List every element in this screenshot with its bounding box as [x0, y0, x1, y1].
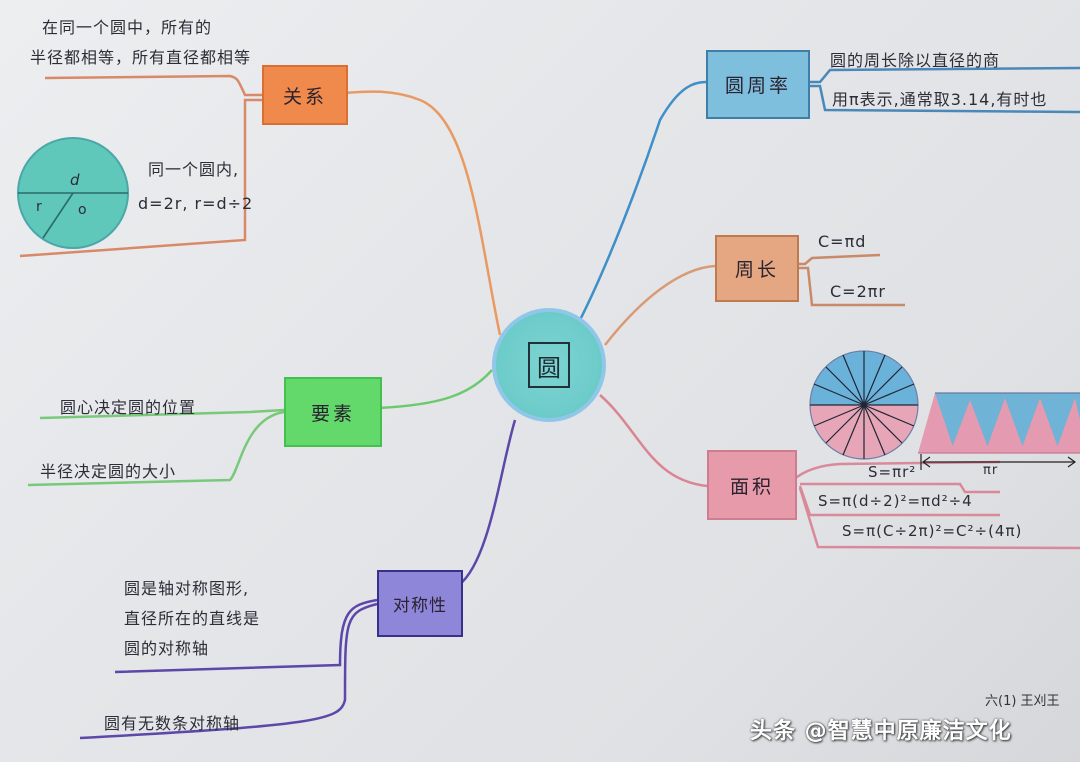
area-formula-1: S=πr² — [868, 463, 917, 481]
symmetry-item-1-line-2: 直径所在的直线是 — [124, 609, 261, 628]
center-node-label: 圆 — [528, 342, 570, 388]
area-formula-3: S=π(C÷2π)²=C²÷(4π) — [842, 522, 1023, 540]
relation-note-line-2: 半径都相等，所有直径都相等 — [30, 48, 252, 67]
node-pi[interactable]: 圆周率 — [706, 50, 810, 119]
perimeter-formula-1: C=πd — [818, 232, 867, 251]
node-relation[interactable]: 关系 — [262, 65, 348, 125]
node-perimeter-label: 周长 — [734, 259, 779, 281]
node-symmetry-label: 对称性 — [393, 596, 447, 616]
node-symmetry[interactable]: 对称性 — [377, 570, 463, 637]
pi-item-1: 圆的周长除以直径的商 — [830, 51, 1001, 70]
watermark: 头条 @智慧中原廉洁文化 — [750, 719, 1012, 744]
area-diagram-label: πr — [983, 463, 999, 478]
diagram-label-diameter: d — [70, 171, 81, 189]
node-relation-label: 关系 — [282, 85, 327, 108]
rearranged-strip-diagram — [918, 392, 1080, 470]
node-elements[interactable]: 要素 — [284, 377, 382, 447]
node-pi-label: 圆周率 — [724, 75, 791, 97]
pi-item-2: 用π表示,通常取3.14,有时也 — [832, 90, 1048, 109]
sector-circle-diagram — [809, 350, 919, 460]
center-node[interactable]: 圆 — [492, 308, 606, 422]
author-signature: 六(1) 王刈王 — [985, 694, 1060, 709]
perimeter-formula-2: C=2πr — [830, 282, 886, 301]
node-perimeter[interactable]: 周长 — [715, 235, 799, 302]
area-formula-2: S=π(d÷2)²=πd²÷4 — [818, 492, 973, 510]
node-area[interactable]: 面积 — [707, 450, 797, 520]
node-area-label: 面积 — [729, 475, 774, 498]
symmetry-item-1-line-3: 圆的对称轴 — [124, 639, 210, 658]
elements-item-1: 圆心决定圆的位置 — [60, 398, 197, 417]
radius-diameter-diagram — [17, 137, 129, 249]
diagram-label-radius: r — [36, 199, 43, 215]
symmetry-item-1-line-1: 圆是轴对称图形, — [124, 579, 250, 598]
symmetry-item-2: 圆有无数条对称轴 — [104, 714, 241, 733]
diagram-label-center: o — [78, 202, 88, 218]
relation-formula-line-2: d=2r, r=d÷2 — [138, 194, 254, 213]
relation-note-line-1: 在同一个圆中，所有的 — [42, 18, 213, 37]
elements-item-2: 半径决定圆的大小 — [40, 462, 177, 481]
relation-formula-line-1: 同一个圆内, — [148, 160, 240, 179]
node-elements-label: 要素 — [310, 402, 355, 425]
